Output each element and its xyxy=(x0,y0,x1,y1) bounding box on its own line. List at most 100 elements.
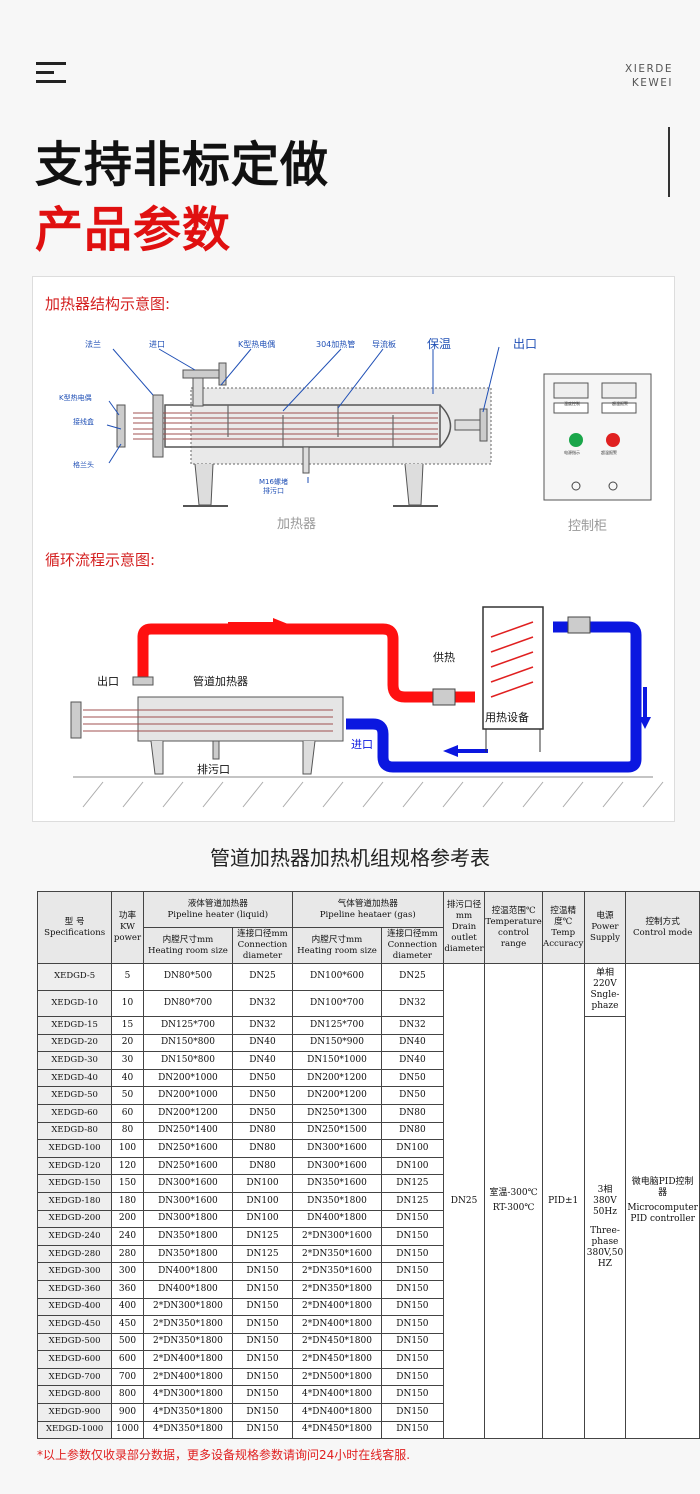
table-cell: DN250*1300 xyxy=(291,1103,383,1123)
table-cell: DN125 xyxy=(232,1227,293,1246)
table-cell: DN100 xyxy=(381,1139,444,1158)
table-cell: DN150 xyxy=(381,1403,444,1422)
cell-model: XEDGD-360 xyxy=(36,1279,113,1299)
page-subtitle: 产品参数 xyxy=(35,202,232,258)
table-cell: DN250*1600 xyxy=(142,1139,234,1158)
menu-icon[interactable] xyxy=(36,62,66,89)
table-cell: 2*DN300*1600 xyxy=(291,1227,383,1246)
table-cell: 300 xyxy=(111,1262,144,1281)
table-cell: 30 xyxy=(111,1051,144,1070)
table-cell: DN80 xyxy=(381,1103,444,1123)
brand-line-2: KEWEI xyxy=(631,77,673,89)
table-cell: DN350*1800 xyxy=(291,1191,383,1211)
hot-pipe xyxy=(137,623,475,703)
table-cell: 100 xyxy=(111,1139,144,1158)
table-cell: 120 xyxy=(111,1156,144,1176)
cell-model: XEDGD-900 xyxy=(36,1403,113,1422)
cell-model: XEDGD-200 xyxy=(36,1209,113,1229)
table-cell: 2*DN350*1600 xyxy=(291,1262,383,1281)
table-cell: DN150*900 xyxy=(291,1033,383,1053)
flow-title: 循环流程示意图: xyxy=(45,551,156,569)
table-cell: DN100*700 xyxy=(291,989,383,1017)
table-cell: 900 xyxy=(111,1403,144,1422)
table-cell: DN40 xyxy=(381,1051,444,1070)
cell-model: XEDGD-300 xyxy=(36,1262,113,1281)
table-cell: DN150 xyxy=(381,1332,444,1352)
table-cell: DN150 xyxy=(381,1227,444,1246)
table-cell: DN125 xyxy=(232,1244,293,1264)
table-cell: 40 xyxy=(111,1068,144,1088)
table-cell: DN350*1800 xyxy=(142,1244,234,1264)
table-cell: DN80 xyxy=(232,1139,293,1158)
alarm-indicator-light xyxy=(606,433,620,447)
table-cell: DN150 xyxy=(232,1367,293,1387)
table-cell: DN150 xyxy=(232,1332,293,1352)
flow-label-drain: 排污口 xyxy=(197,763,230,776)
table-cell: DN125*700 xyxy=(142,1016,234,1035)
table-cell: 240 xyxy=(111,1227,144,1246)
cabinet-display-1: 温度控制 xyxy=(564,401,580,406)
table-cell: DN200*1200 xyxy=(142,1103,234,1123)
table-cell: 2*DN350*1800 xyxy=(142,1332,234,1352)
table-cell: 500 xyxy=(111,1332,144,1352)
table-cell: 2*DN500*1800 xyxy=(291,1367,383,1387)
table-cell: DN150 xyxy=(381,1350,444,1369)
table-cell: DN40 xyxy=(381,1033,444,1053)
table-cell: DN400*1800 xyxy=(291,1209,383,1229)
table-cell: 4*DN350*1800 xyxy=(142,1403,234,1422)
table-cell: DN150 xyxy=(232,1420,293,1440)
table-cell: 4*DN400*1800 xyxy=(291,1403,383,1422)
cell-model: XEDGD-50 xyxy=(36,1086,113,1105)
table-cell: 4*DN300*1800 xyxy=(142,1385,234,1405)
table-cell: DN150 xyxy=(381,1367,444,1387)
insulation-body xyxy=(190,387,492,465)
divider xyxy=(668,127,670,197)
table-cell: 200 xyxy=(111,1209,144,1229)
table-cell: 15 xyxy=(111,1016,144,1035)
table-cell: 2*DN350*1800 xyxy=(142,1315,234,1334)
table-cell: DN250*1600 xyxy=(142,1156,234,1176)
table-cell: DN150 xyxy=(381,1244,444,1264)
table-cell: 700 xyxy=(111,1367,144,1387)
table-cell: 4*DN400*1800 xyxy=(291,1385,383,1405)
table-cell: DN80 xyxy=(232,1121,293,1141)
table-cell: DN350*1600 xyxy=(291,1174,383,1193)
cell-model: XEDGD-15 xyxy=(36,1016,113,1035)
table-cell: 2*DN350*1800 xyxy=(291,1279,383,1299)
heating-tubes xyxy=(133,412,438,440)
table-cell: 280 xyxy=(111,1244,144,1264)
table-cell: 450 xyxy=(111,1315,144,1334)
table-cell: DN40 xyxy=(232,1033,293,1053)
flow-label-outlet: 出口 xyxy=(97,675,119,688)
cell-accuracy: PID±1 xyxy=(541,962,585,1440)
cell-supply-single: 单相220V Sngle-phaze xyxy=(583,963,627,1017)
table-cell: 400 xyxy=(111,1297,144,1317)
cell-model: XEDGD-700 xyxy=(36,1367,113,1387)
table-cell: 180 xyxy=(111,1191,144,1211)
table-cell: DN300*1600 xyxy=(291,1156,383,1176)
table-cell: 800 xyxy=(111,1385,144,1405)
table-cell: 2*DN300*1800 xyxy=(142,1297,234,1317)
table-cell: DN150 xyxy=(232,1315,293,1334)
table-cell: DN125 xyxy=(381,1191,444,1211)
label-baffle: 导流板 xyxy=(372,340,396,349)
table-cell: 4*DN350*1800 xyxy=(142,1420,234,1440)
diagram-panel: 加热器结构示意图: xyxy=(32,276,675,822)
label-insulation: 保温 xyxy=(427,337,452,351)
